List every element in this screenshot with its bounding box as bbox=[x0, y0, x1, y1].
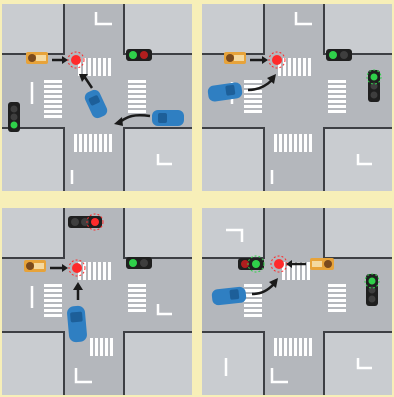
corner-block-ne bbox=[124, 4, 192, 54]
arrow-car-straight-head-icon bbox=[73, 282, 83, 290]
crosswalk-east bbox=[328, 80, 346, 113]
traffic-light-top-right-icon bbox=[326, 49, 352, 61]
panel-top-left bbox=[2, 4, 192, 191]
crosswalk-south bbox=[274, 338, 312, 356]
arrow-car-east-icon bbox=[119, 114, 151, 124]
traffic-light-right-vertical-icon bbox=[366, 69, 382, 102]
corner-block-ne bbox=[124, 208, 192, 258]
panel-top-right-scene bbox=[202, 4, 392, 191]
arrow-car-turn-icon bbox=[82, 75, 94, 89]
lane-markings bbox=[30, 12, 172, 184]
panel-bottom-right bbox=[202, 208, 392, 395]
crosswalk-south bbox=[274, 134, 312, 152]
road-edges bbox=[2, 4, 192, 191]
corner-block-se bbox=[124, 332, 192, 395]
crosswalk-east bbox=[128, 80, 146, 113]
panel-bottom-right-scene bbox=[202, 208, 392, 395]
traffic-light-right-vertical-icon bbox=[364, 273, 380, 306]
panel-bottom-left bbox=[2, 208, 192, 395]
crosswalk-north bbox=[78, 262, 111, 280]
corner-block-nw bbox=[202, 4, 264, 54]
corner-block-nw bbox=[2, 4, 64, 54]
corner-block-sw bbox=[202, 332, 264, 395]
crosswalk-east bbox=[328, 284, 346, 312]
corner-block-sw bbox=[2, 332, 64, 395]
car-turning-icon bbox=[84, 89, 108, 119]
traffic-light-top-icon bbox=[68, 213, 104, 231]
traffic-light-left-icon bbox=[8, 102, 20, 132]
pedestrian-arrow-head-icon bbox=[62, 56, 68, 64]
lane-markings bbox=[224, 228, 372, 384]
pedestrian-stop-icon bbox=[224, 52, 246, 64]
crosswalk-north bbox=[278, 58, 311, 76]
crosswalk-west bbox=[244, 284, 262, 317]
pedestrian-stop-icon bbox=[310, 258, 334, 270]
arrow-car-turn-icon bbox=[251, 283, 275, 296]
crosswalk-north bbox=[78, 58, 111, 76]
arrow-car-east-head-icon bbox=[114, 117, 123, 126]
red-signal-icon bbox=[274, 259, 284, 269]
arrow-car-turn-head-icon bbox=[269, 278, 278, 288]
red-signal-icon bbox=[272, 55, 282, 65]
pedestrian-arrow-head-icon bbox=[286, 260, 292, 268]
crosswalk-south bbox=[90, 338, 113, 356]
red-signal-glow-icon bbox=[268, 51, 286, 69]
crosswalk-north bbox=[282, 262, 310, 280]
red-signal-glow-icon bbox=[67, 51, 85, 69]
corner-block-sw bbox=[2, 128, 64, 191]
car-straight-icon bbox=[67, 305, 87, 343]
corner-block-sw bbox=[202, 128, 264, 191]
traffic-light-right-icon bbox=[126, 257, 152, 269]
red-signal-glow-icon bbox=[68, 259, 86, 277]
crosswalk-west bbox=[44, 284, 62, 317]
corner-block-nw bbox=[202, 208, 264, 258]
corner-block-ne bbox=[324, 208, 392, 258]
lane-markings bbox=[30, 286, 172, 384]
traffic-light-left-icon bbox=[238, 255, 265, 273]
panel-top-left-scene bbox=[2, 4, 192, 191]
car-east-icon bbox=[152, 110, 184, 126]
panel-top-right bbox=[202, 4, 392, 191]
arrow-car-turn-head-icon bbox=[79, 74, 88, 82]
crosswalk-west bbox=[44, 80, 62, 118]
red-signal-icon bbox=[72, 263, 82, 273]
panel-bottom-left-scene bbox=[2, 208, 192, 395]
road-edges bbox=[2, 208, 192, 395]
crosswalk-west bbox=[244, 80, 262, 113]
pedestrian-arrow-head-icon bbox=[262, 56, 268, 64]
arrow-car-turn-head-icon bbox=[267, 74, 276, 84]
car-west-icon bbox=[207, 82, 243, 102]
car-west-icon bbox=[211, 286, 247, 306]
road-edges bbox=[202, 4, 392, 191]
crosswalk-east bbox=[128, 284, 146, 312]
pedestrian-arrow-head-icon bbox=[62, 264, 68, 272]
pedestrian-stop-icon bbox=[24, 260, 46, 272]
crosswalk-south bbox=[74, 134, 112, 152]
traffic-light-right-icon bbox=[126, 49, 152, 61]
corner-block-ne bbox=[324, 4, 392, 54]
corner-block-nw bbox=[2, 208, 64, 258]
pedestrian-stop-icon bbox=[26, 52, 48, 64]
red-signal-icon bbox=[71, 55, 81, 65]
arrow-car-turn-icon bbox=[247, 79, 273, 92]
